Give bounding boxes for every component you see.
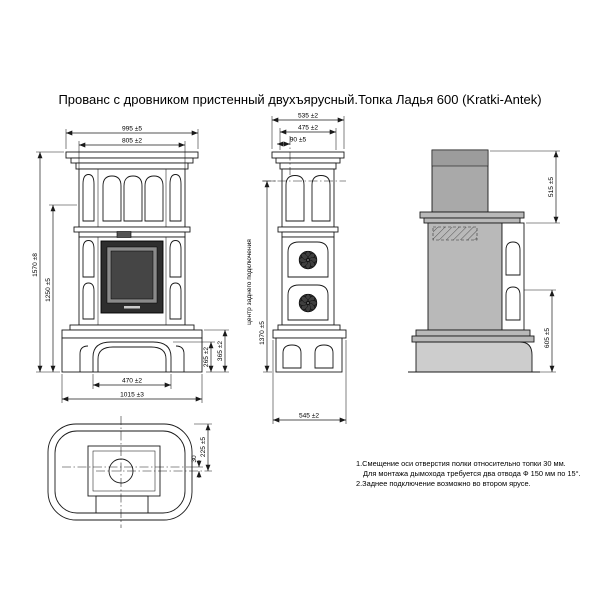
side-middle-panels bbox=[287, 241, 329, 321]
front-extension-lines bbox=[36, 129, 229, 403]
rear-body bbox=[427, 222, 503, 331]
rear-connection-axis-label: центр заднего подключения bbox=[246, 239, 253, 325]
dim-front-width-body: 805 ±2 bbox=[122, 138, 142, 145]
firebox-handle bbox=[124, 306, 140, 309]
note-line-2: Для монтажа дымохода требуется два отвод… bbox=[363, 469, 581, 478]
dim-plan-rear-offset: 225 ±5 bbox=[200, 437, 207, 457]
front-mid-cornice-step2 bbox=[78, 231, 186, 238]
rear-connection-zone bbox=[432, 226, 478, 241]
dim-side-depth-base: 545 ±2 bbox=[299, 413, 319, 420]
side-upper-tier bbox=[281, 168, 335, 228]
dim-front-height-total: 1570 ±8 bbox=[32, 253, 39, 277]
rear-base bbox=[415, 341, 533, 373]
side-base-arches bbox=[282, 344, 334, 369]
side-extension-lines bbox=[263, 116, 347, 424]
side-dimensions: 535 ±2 475 ±2 90 ±5 1370 ±5 центр заднег… bbox=[246, 113, 347, 424]
front-mantel-shelf bbox=[65, 151, 199, 159]
rear-ledge-lower2 bbox=[411, 335, 535, 343]
dim-rear-upper-height: 515 ±5 bbox=[548, 177, 555, 197]
plan-dimensions: 225 ±5 30 bbox=[186, 423, 212, 478]
side-mid-cornice-step1 bbox=[277, 226, 339, 233]
rear-extension-lines bbox=[490, 150, 560, 373]
note-line-1: 1.Смещение оси отверстия полки относител… bbox=[356, 459, 566, 468]
side-mantel-shelf bbox=[271, 151, 345, 159]
front-cornice-step1 bbox=[70, 157, 194, 164]
front-lower-shelf bbox=[69, 324, 195, 331]
side-cornice-step2 bbox=[279, 162, 337, 170]
dim-front-opening-width: 470 ±2 bbox=[122, 378, 142, 385]
dim-rear-lower-height: 605 ±5 bbox=[544, 328, 551, 348]
rear-ledge-lower1 bbox=[415, 329, 531, 337]
front-upper-arches bbox=[82, 174, 182, 222]
plan-view bbox=[47, 416, 212, 528]
dim-front-base-height: 365 ±2 bbox=[217, 341, 224, 361]
notes-block: 1.Смещение оси отверстия полки относител… bbox=[356, 459, 581, 488]
rear-ledge-upper2 bbox=[423, 217, 521, 224]
dim-front-opening-height: 265 ±2 bbox=[203, 347, 210, 367]
dim-front-base-width: 1015 ±3 bbox=[120, 392, 144, 399]
front-upper-tier bbox=[78, 168, 186, 228]
note-line-3: 2.Заднее подключение возможно во втором … bbox=[356, 479, 531, 488]
woodstore-arch bbox=[92, 341, 172, 372]
firebox-vent bbox=[116, 231, 132, 238]
plan-front-opening bbox=[95, 495, 149, 514]
front-view bbox=[61, 151, 203, 373]
side-base-body bbox=[275, 337, 343, 373]
rear-dimensions: 515 ±5 605 ±5 bbox=[490, 150, 560, 373]
side-mid-cornice-step2 bbox=[281, 231, 335, 238]
front-tier-dividers bbox=[97, 169, 167, 325]
rear-ledge-upper1 bbox=[419, 211, 525, 219]
side-view bbox=[271, 151, 347, 373]
page-title: Прованс с дровником пристенный двухъярус… bbox=[58, 92, 541, 107]
rear-column-arches bbox=[505, 241, 521, 321]
dim-plan-axis-offset: 30 bbox=[191, 455, 198, 463]
front-base-feet bbox=[79, 345, 185, 372]
front-dimensions: 995 ±5 805 ±2 1570 ±8 1250 ±5 265 ±2 365… bbox=[32, 126, 229, 403]
front-base-body bbox=[61, 337, 203, 373]
side-cornice-step1 bbox=[275, 157, 341, 164]
rosette-ornament-upper bbox=[298, 250, 318, 270]
firebox-glass bbox=[110, 250, 154, 300]
rosette-ornament-lower bbox=[298, 293, 318, 313]
front-middle-niches bbox=[82, 240, 182, 320]
side-lower-shelf bbox=[277, 324, 341, 331]
chimney-cap bbox=[431, 149, 489, 167]
dim-side-depth-cornice: 475 ±2 bbox=[298, 125, 318, 132]
dim-side-flue-offset: 90 ±5 bbox=[290, 137, 307, 144]
rear-arch-column bbox=[501, 222, 525, 331]
rear-view bbox=[408, 149, 540, 373]
dim-front-width-top: 995 ±5 bbox=[122, 126, 142, 133]
dim-side-connection-height: 1370 ±5 bbox=[259, 321, 266, 345]
dim-side-depth-top: 535 ±2 bbox=[298, 113, 318, 120]
front-mid-cornice-step1 bbox=[73, 226, 191, 233]
side-base-slab bbox=[272, 329, 347, 339]
front-base-slab bbox=[61, 329, 203, 339]
front-cornice-step2 bbox=[75, 162, 189, 170]
dim-front-height-body: 1250 ±5 bbox=[45, 278, 52, 302]
